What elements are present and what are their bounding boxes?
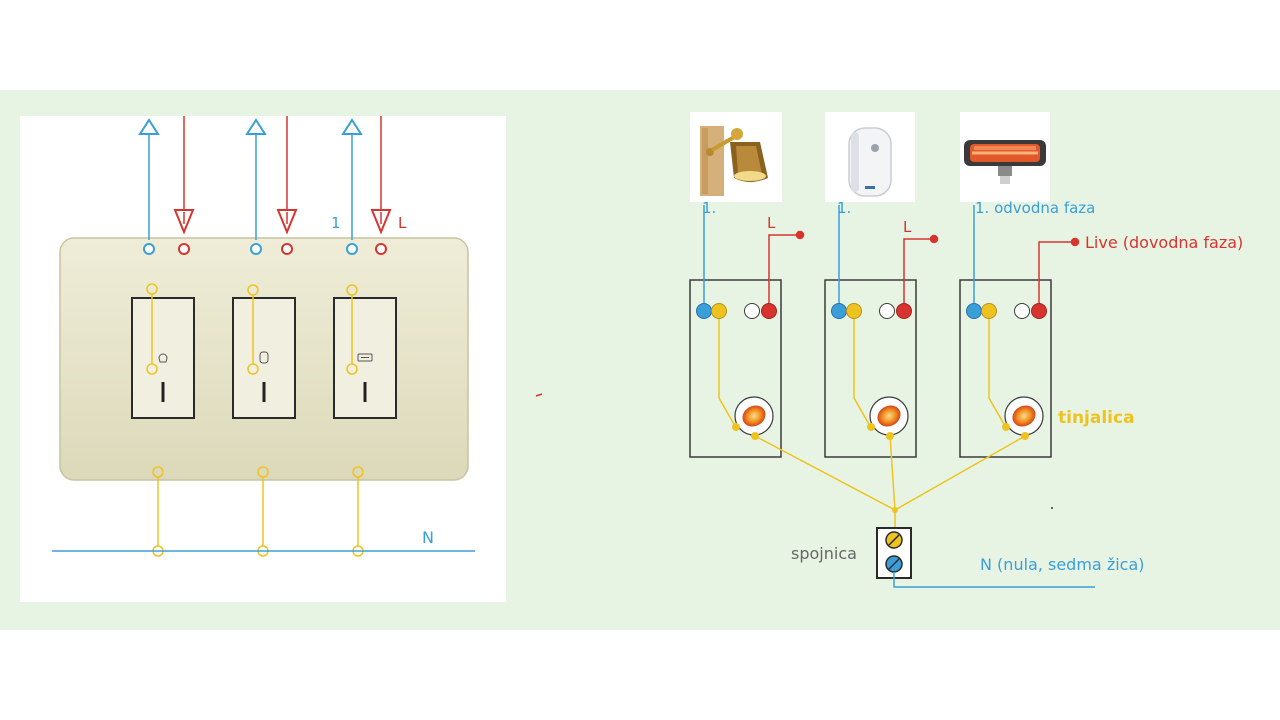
incoming-live-lines (173, 116, 392, 235)
switch-3[interactable] (333, 297, 397, 419)
device-2-out-label: 1. (837, 199, 851, 217)
switch-1[interactable] (131, 297, 195, 419)
module-terminals (696, 303, 1047, 319)
stray-dot (1051, 507, 1053, 509)
heater-icon (357, 353, 373, 362)
top-terminals (143, 243, 387, 255)
junction-dot (892, 507, 898, 513)
stray-mark (535, 393, 543, 397)
device-photo-3 (960, 112, 1050, 202)
device-live-lines (768, 230, 1080, 304)
neutral-drops (152, 466, 364, 557)
infrared-heater-icon (964, 140, 1046, 184)
indicator-label: tinjalica (1058, 408, 1135, 428)
device-2-live-label: L (903, 218, 912, 236)
device-photo-2 (825, 112, 915, 202)
outgoing-phase-lines (138, 118, 363, 240)
neutral-label: N (nula, sedma žica) (980, 555, 1145, 574)
indicator-wires (146, 283, 358, 375)
left-out-label: 1 (331, 214, 341, 232)
connector-label: spojnica (791, 544, 857, 563)
device-phase-lines (703, 205, 975, 304)
indicator-lamp-3 (1002, 396, 1044, 440)
left-neutral-label: N (422, 528, 434, 547)
device-3-live-label: Live (dovodna faza) (1085, 233, 1243, 252)
device-1-live-label: L (767, 214, 776, 232)
module-box-3 (959, 279, 1052, 458)
lamp-icon (158, 353, 168, 363)
device-photo-1 (690, 112, 782, 202)
wall-spotlight-icon (700, 126, 768, 196)
indicator-lamp-2 (867, 396, 909, 440)
indicator-lamp-1 (732, 396, 774, 440)
module-box-1 (689, 279, 782, 458)
left-live-label: L (398, 214, 407, 232)
water-heater-icon (848, 127, 892, 197)
boiler-icon (259, 351, 269, 364)
switch-2[interactable] (232, 297, 296, 419)
device-3-out-label: 1. odvodna faza (975, 199, 1095, 217)
connector-block (876, 527, 912, 579)
device-1-out-label: 1. (702, 199, 716, 217)
neutral-line (893, 572, 1095, 588)
module-box-2 (824, 279, 917, 458)
